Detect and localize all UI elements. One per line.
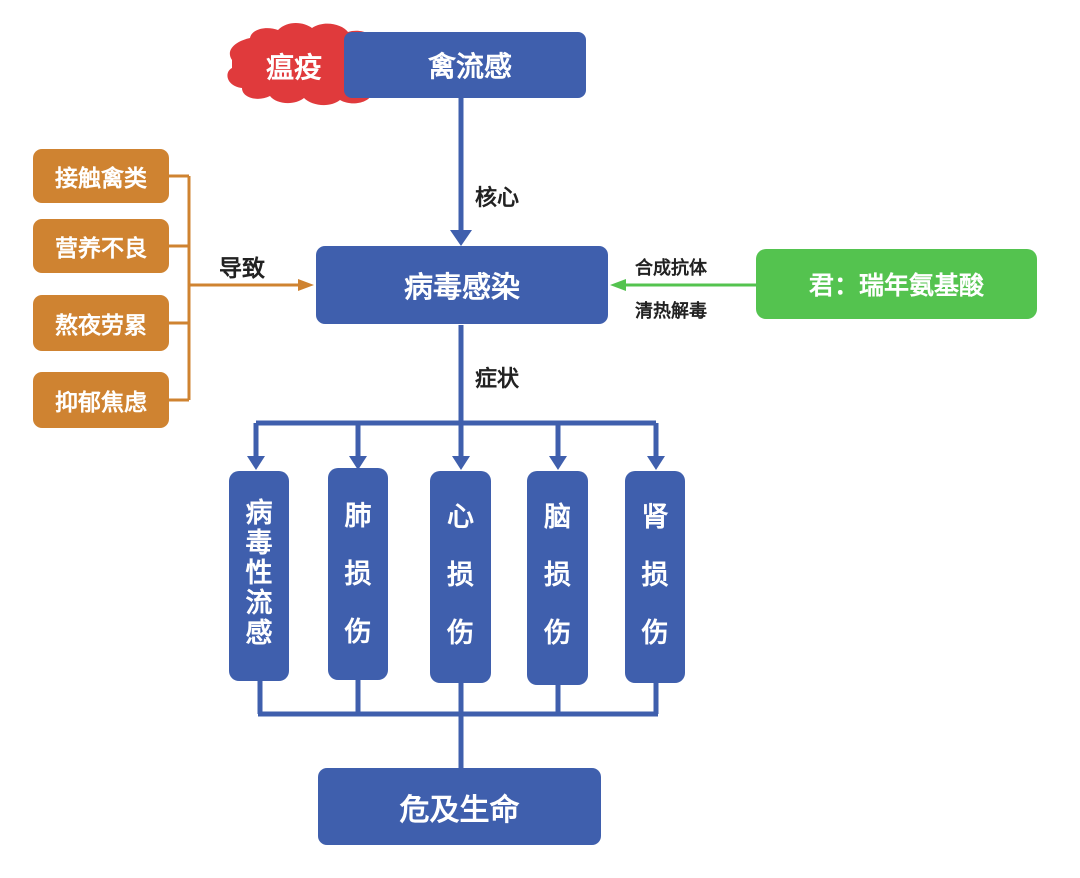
treatment-edge-bottom-label: 清热解毒	[635, 301, 707, 322]
symptom-char: 损	[641, 560, 669, 591]
core-edge-label: 核心	[475, 186, 520, 211]
treatment-edge-top-label: 合成抗体	[635, 258, 707, 279]
symptom-box-kidney: 肾 损 伤	[625, 471, 685, 683]
cause-box-contact-poultry: 接触禽类	[33, 149, 169, 203]
symptom-char: 脑	[544, 502, 571, 533]
symptom-char: 损	[447, 560, 474, 591]
symptom-edge-label: 症状	[475, 367, 520, 392]
symptom-char: 伤	[447, 618, 474, 649]
symptom-char: 损	[344, 559, 372, 590]
symptom-box-heart: 心 损 伤	[430, 471, 491, 683]
title-text: 禽流感	[427, 50, 512, 83]
symptom-char: 流	[245, 588, 273, 619]
symptom-box-brain: 脑 损 伤	[527, 471, 588, 685]
stamp-label: 瘟疫	[266, 51, 323, 84]
cause-label: 营养不良	[55, 236, 147, 262]
lead-edge-label: 导致	[219, 256, 265, 282]
symptom-char: 伤	[344, 617, 372, 648]
symptom-char: 感	[245, 618, 273, 649]
result-text: 危及生命	[399, 792, 520, 828]
treatment-text: 君：瑞年氨基酸	[808, 271, 984, 300]
cause-arrowhead	[298, 279, 314, 291]
symptom-box-lung: 肺 损 伤	[328, 468, 388, 680]
cause-label: 抑郁焦虑	[55, 390, 147, 416]
symptom-char: 损	[544, 560, 571, 591]
center-box: 病毒感染	[316, 246, 608, 324]
cause-box-malnutrition: 营养不良	[33, 219, 169, 273]
symptom-char: 心	[447, 502, 474, 533]
cause-box-depression: 抑郁焦虑	[33, 372, 169, 428]
symptom-box-viral-flu: 病 毒 性 流 感	[229, 471, 289, 681]
result-box: 危及生命	[318, 768, 601, 845]
symptom-char: 性	[245, 558, 273, 589]
symptom-char: 毒	[245, 528, 273, 559]
title-box: 禽流感	[344, 32, 586, 98]
symptom-char: 伤	[544, 618, 571, 649]
symptom-char: 肾	[641, 502, 669, 533]
treatment-arrowhead	[610, 279, 626, 291]
symptom-arrowheads	[247, 456, 665, 470]
cause-bracket	[168, 174, 300, 402]
cause-label: 熬夜劳累	[55, 313, 147, 339]
result-tree	[257, 680, 659, 768]
core-arrowhead	[450, 230, 472, 246]
symptom-char: 病	[245, 498, 273, 529]
symptom-char: 肺	[344, 501, 372, 532]
cause-box-fatigue: 熬夜劳累	[33, 295, 169, 351]
symptom-char: 伤	[641, 618, 669, 649]
cause-label: 接触禽类	[55, 166, 147, 192]
symptom-tree	[253, 325, 659, 458]
treatment-box: 君：瑞年氨基酸	[756, 249, 1037, 319]
center-text: 病毒感染	[403, 270, 520, 304]
